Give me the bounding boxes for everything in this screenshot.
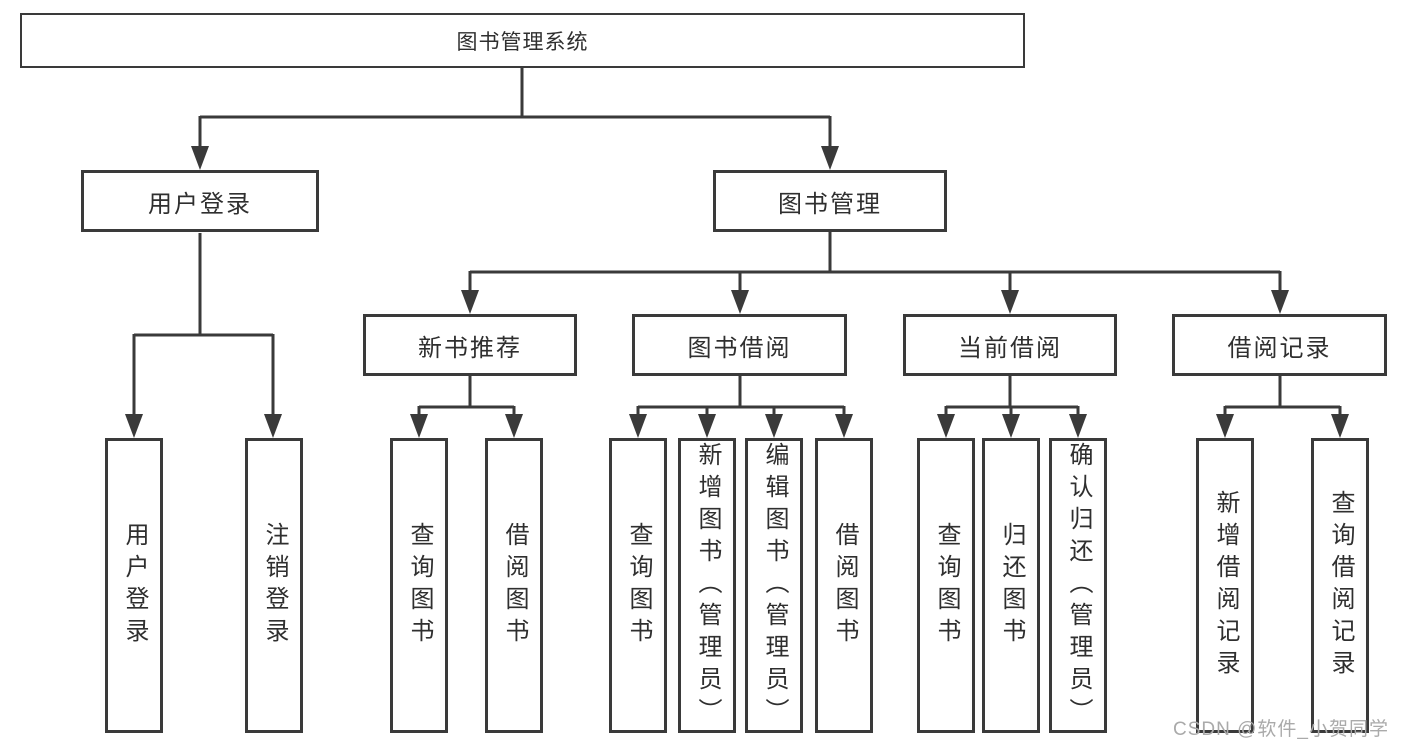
leaf-edit-book-admin: 编辑图书（管理员） xyxy=(745,438,803,733)
leaf-borrow-books-recommend: 借阅图书 xyxy=(485,438,543,733)
node-new-book-recommend-label: 新书推荐 xyxy=(418,334,522,362)
node-user-login-label: 用户登录 xyxy=(148,190,252,218)
leaf-confirm-return-admin: 确认归还（管理员） xyxy=(1049,438,1107,733)
node-current-borrowing: 当前借阅 xyxy=(903,314,1117,376)
leaf-add-book-admin: 新增图书（管理员） xyxy=(678,438,736,733)
node-library-system-label: 图书管理系统 xyxy=(456,30,589,54)
csdn-watermark: CSDN @软件_小贺同学 xyxy=(1173,719,1389,740)
leaf-borrow-books-recommend-label: 借阅图书 xyxy=(501,521,528,650)
node-book-borrowing-label: 图书借阅 xyxy=(687,334,792,362)
leaf-confirm-return-admin-label: 确认归还（管理员） xyxy=(1065,441,1092,730)
leaf-user-login: 用户登录 xyxy=(105,438,163,733)
leaf-add-borrow-record-label: 新增借阅记录 xyxy=(1212,489,1239,682)
leaf-borrow-books-label: 借阅图书 xyxy=(831,521,858,650)
leaf-query-books-borrowing-label: 查询图书 xyxy=(625,521,652,650)
leaf-query-borrow-record-label: 查询借阅记录 xyxy=(1327,489,1354,682)
node-current-borrowing-label: 当前借阅 xyxy=(958,334,1062,362)
node-borrowing-records-label: 借阅记录 xyxy=(1227,334,1332,362)
leaf-borrow-books: 借阅图书 xyxy=(815,438,873,733)
leaf-edit-book-admin-label: 编辑图书（管理员） xyxy=(761,441,788,730)
leaf-query-books-borrowing: 查询图书 xyxy=(609,438,667,733)
node-book-borrowing: 图书借阅 xyxy=(632,314,847,376)
node-book-management: 图书管理 xyxy=(713,170,947,232)
leaf-query-books-recommend-label: 查询图书 xyxy=(406,521,433,650)
leaf-query-borrow-record: 查询借阅记录 xyxy=(1311,438,1369,733)
leaf-return-book: 归还图书 xyxy=(982,438,1040,733)
leaf-return-book-label: 归还图书 xyxy=(998,521,1025,650)
leaf-logout: 注销登录 xyxy=(245,438,303,733)
leaf-query-books-current-label: 查询图书 xyxy=(933,521,960,650)
node-new-book-recommend: 新书推荐 xyxy=(363,314,577,376)
node-library-system: 图书管理系统 xyxy=(20,13,1025,68)
node-user-login: 用户登录 xyxy=(81,170,319,232)
node-borrowing-records: 借阅记录 xyxy=(1172,314,1387,376)
leaf-query-books-recommend: 查询图书 xyxy=(390,438,448,733)
leaf-logout-label: 注销登录 xyxy=(261,521,288,650)
leaf-query-books-current: 查询图书 xyxy=(917,438,975,733)
node-book-management-label: 图书管理 xyxy=(778,190,882,218)
leaf-add-book-admin-label: 新增图书（管理员） xyxy=(694,441,721,730)
leaf-user-login-label: 用户登录 xyxy=(121,521,148,650)
leaf-add-borrow-record: 新增借阅记录 xyxy=(1196,438,1254,733)
